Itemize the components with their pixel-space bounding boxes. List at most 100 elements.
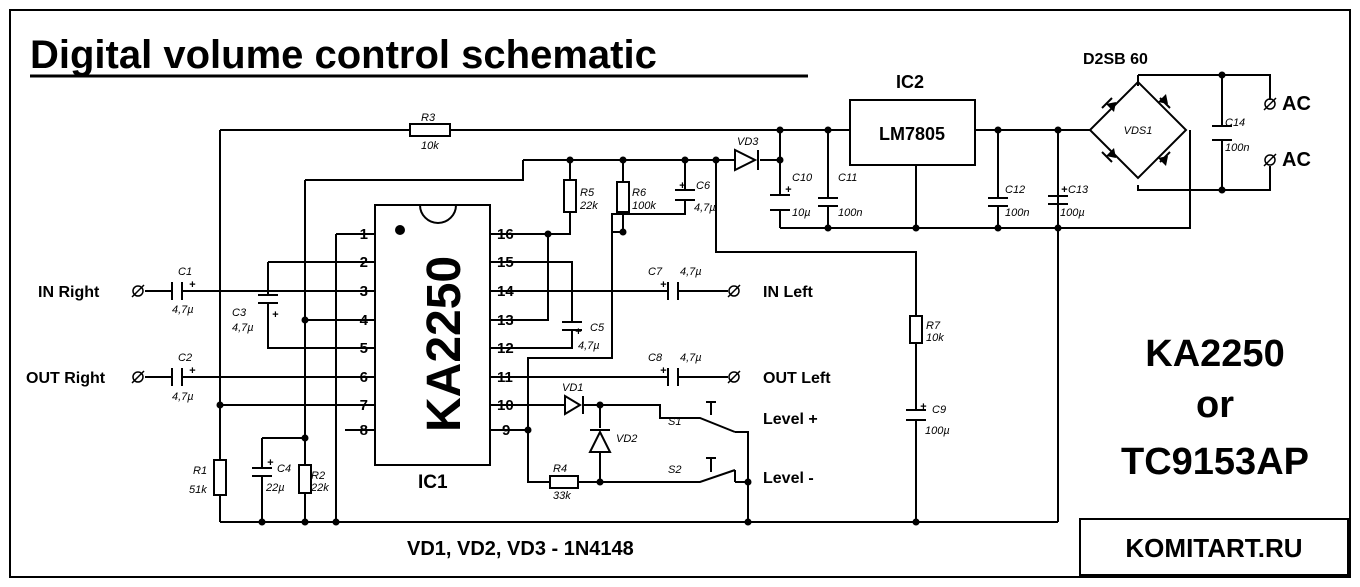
svg-text:+: + <box>267 457 274 469</box>
svg-text:C1: C1 <box>178 266 192 278</box>
svg-text:R6: R6 <box>632 187 647 199</box>
svg-text:51k: 51k <box>189 484 207 496</box>
svg-text:10µ: 10µ <box>792 207 811 219</box>
in-left-jack <box>727 284 741 298</box>
diodes <box>564 148 759 453</box>
in-right-label: IN Right <box>38 284 100 301</box>
svg-text:+: + <box>679 180 686 192</box>
svg-text:R4: R4 <box>553 463 567 475</box>
ic1-pin-10: 10 <box>497 397 514 414</box>
ic1-pin-13: 13 <box>497 312 514 329</box>
ac2-jack <box>1263 153 1277 167</box>
ic1-pin-8: 8 <box>360 422 368 439</box>
polarity-marks: + + + + + + + + + + + <box>189 180 1068 469</box>
svg-text:4,7µ: 4,7µ <box>680 266 702 278</box>
ic1-pin-15: 15 <box>497 254 514 271</box>
out-right-label: OUT Right <box>26 370 106 387</box>
ic2-label: LM7805 <box>879 124 945 144</box>
alt-chip-line3: TC9153AP <box>1121 441 1309 483</box>
svg-text:VD3: VD3 <box>737 136 759 148</box>
svg-text:22k: 22k <box>579 200 598 212</box>
svg-text:S2: S2 <box>668 464 681 476</box>
svg-text:+: + <box>920 401 927 413</box>
junction-dots <box>216 71 1226 526</box>
switches <box>672 401 736 483</box>
svg-text:VD2: VD2 <box>616 433 637 445</box>
brand-box <box>1079 518 1349 576</box>
s1-contact <box>672 417 736 433</box>
wiring <box>145 74 1271 523</box>
vd2-symbol <box>588 429 612 453</box>
svg-text:R3: R3 <box>421 112 436 124</box>
resistors <box>213 123 923 496</box>
s2-contact <box>672 469 736 483</box>
svg-text:C6: C6 <box>696 180 711 192</box>
svg-text:C3: C3 <box>232 307 247 319</box>
c7-plates <box>667 282 679 300</box>
svg-text:4,7µ: 4,7µ <box>578 340 600 352</box>
svg-text:+: + <box>189 365 196 377</box>
c9-plates <box>906 409 926 421</box>
r7-body <box>909 315 923 344</box>
svg-text:C8: C8 <box>648 352 663 364</box>
alt-chip-line1: KA2250 <box>1145 333 1284 375</box>
svg-text:100µ: 100µ <box>925 425 950 437</box>
svg-text:100k: 100k <box>632 200 656 212</box>
c6-plates <box>675 189 695 201</box>
r4-body <box>549 475 579 489</box>
component-labels: R3 10k R1 51k R2 22k R4 33k R5 22k R6 10… <box>172 112 1249 502</box>
r3-body <box>409 123 451 137</box>
r5-body <box>563 179 577 213</box>
ic1-pin-11: 11 <box>497 369 513 386</box>
c4-plates <box>252 467 272 477</box>
level-plus-label: Level + <box>763 411 818 428</box>
svg-text:+: + <box>272 309 279 321</box>
ic1-label: KA2250 <box>418 256 471 432</box>
svg-text:4,7µ: 4,7µ <box>694 202 716 214</box>
svg-text:C5: C5 <box>590 322 605 334</box>
svg-text:22µ: 22µ <box>265 482 285 494</box>
svg-text:C7: C7 <box>648 266 663 278</box>
ic1-pin-4: 4 <box>360 312 369 329</box>
svg-text:4,7µ: 4,7µ <box>680 352 702 364</box>
svg-text:R7: R7 <box>926 320 941 332</box>
c12-plates <box>988 197 1008 207</box>
c5-plates <box>562 321 582 331</box>
svg-text:C4: C4 <box>277 463 291 475</box>
ic1-pin-9: 9 <box>502 422 510 439</box>
svg-text:C10: C10 <box>792 172 813 184</box>
svg-text:100n: 100n <box>1225 142 1249 154</box>
c3-plates <box>258 294 278 304</box>
ic2-ref: IC2 <box>896 72 924 92</box>
bridge-rectifier: VDS1 D2SB 60 <box>1083 51 1188 180</box>
svg-text:R1: R1 <box>193 465 207 477</box>
alt-chip-line2: or <box>1196 384 1234 426</box>
out-left-label: OUT Left <box>763 370 831 387</box>
ic1-pin-16: 16 <box>497 226 514 243</box>
svg-text:10k: 10k <box>421 140 439 152</box>
c1-plates <box>171 282 183 300</box>
ic1-pin-2: 2 <box>360 254 368 271</box>
svg-text:C2: C2 <box>178 352 192 364</box>
c2-plates <box>171 368 183 386</box>
level-minus-label: Level - <box>763 470 814 487</box>
ac1-jack <box>1263 97 1277 111</box>
page-title: Digital volume control schematic <box>30 33 657 77</box>
r1-body <box>213 459 227 496</box>
svg-text:R5: R5 <box>580 187 595 199</box>
svg-text:+: + <box>660 365 667 377</box>
ic1-pin-5: 5 <box>360 340 368 357</box>
ic1-pin-1: 1 <box>360 226 368 243</box>
out-right-jack <box>131 370 145 384</box>
svg-text:C9: C9 <box>932 404 946 416</box>
ic1-chip: KA2250 IC1 1 2 3 4 5 6 7 8 16 15 14 13 1… <box>360 204 514 493</box>
ic1-pin-6: 6 <box>360 369 368 386</box>
svg-text:C12: C12 <box>1005 184 1025 196</box>
in-left-label: IN Left <box>763 284 813 301</box>
ic2-regulator: LM7805 IC2 <box>849 72 976 166</box>
svg-text:+: + <box>660 279 667 291</box>
ic1-pin-12: 12 <box>497 340 514 357</box>
svg-text:100µ: 100µ <box>1060 207 1085 219</box>
connectors <box>131 97 1277 384</box>
